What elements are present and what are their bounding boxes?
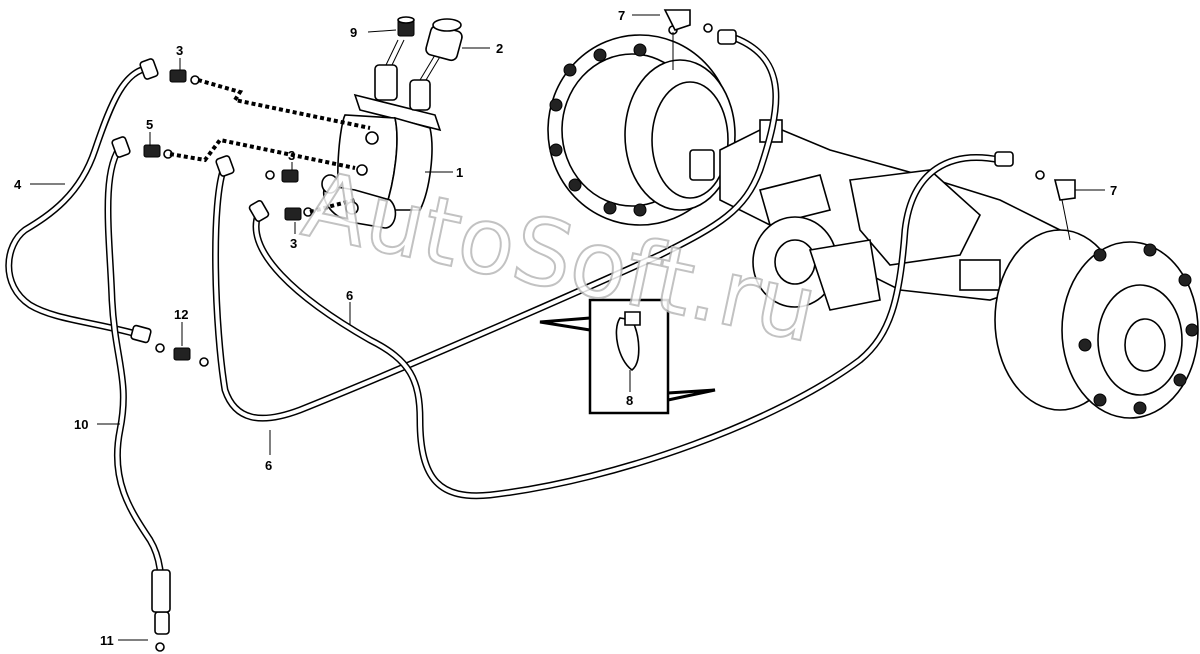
callout-11: 11	[100, 633, 114, 648]
callout-12: 12	[174, 307, 188, 322]
callout-labels: 1 2 3 3 3 4 5 6 6 7 7 8 9 10 11 12	[14, 8, 1117, 648]
routing-connectors	[169, 32, 1071, 241]
callout-8: 8	[626, 393, 633, 408]
brake-hoses	[5, 34, 1004, 626]
left-wheel-hub	[547, 34, 736, 226]
callout-6-lower: 6	[265, 458, 272, 473]
callout-5: 5	[146, 117, 153, 132]
adapter-fittings	[143, 9, 1076, 652]
callout-4: 4	[14, 177, 22, 192]
callout-7-left: 7	[618, 8, 625, 23]
right-wheel-hub	[994, 229, 1199, 419]
nut	[397, 16, 415, 37]
brake-valve-assembly	[321, 39, 445, 229]
callout-2: 2	[496, 41, 503, 56]
hose-4	[5, 64, 154, 339]
callout-7-right: 7	[1110, 183, 1117, 198]
hose-clamp-detail	[539, 298, 716, 415]
callout-9: 9	[350, 25, 357, 40]
dust-cap	[425, 18, 463, 62]
rear-axle-assembly	[547, 34, 1199, 419]
callout-leaders	[30, 14, 1105, 641]
callout-10: 10	[74, 417, 88, 432]
callout-3-middle: 3	[288, 148, 295, 163]
callout-3-top: 3	[176, 43, 183, 58]
callout-3-lower: 3	[290, 236, 297, 251]
axle-housing	[719, 119, 1061, 311]
hose-end-fittings	[111, 29, 1014, 635]
callout-1: 1	[456, 165, 463, 180]
callout-6-upper: 6	[346, 288, 353, 303]
